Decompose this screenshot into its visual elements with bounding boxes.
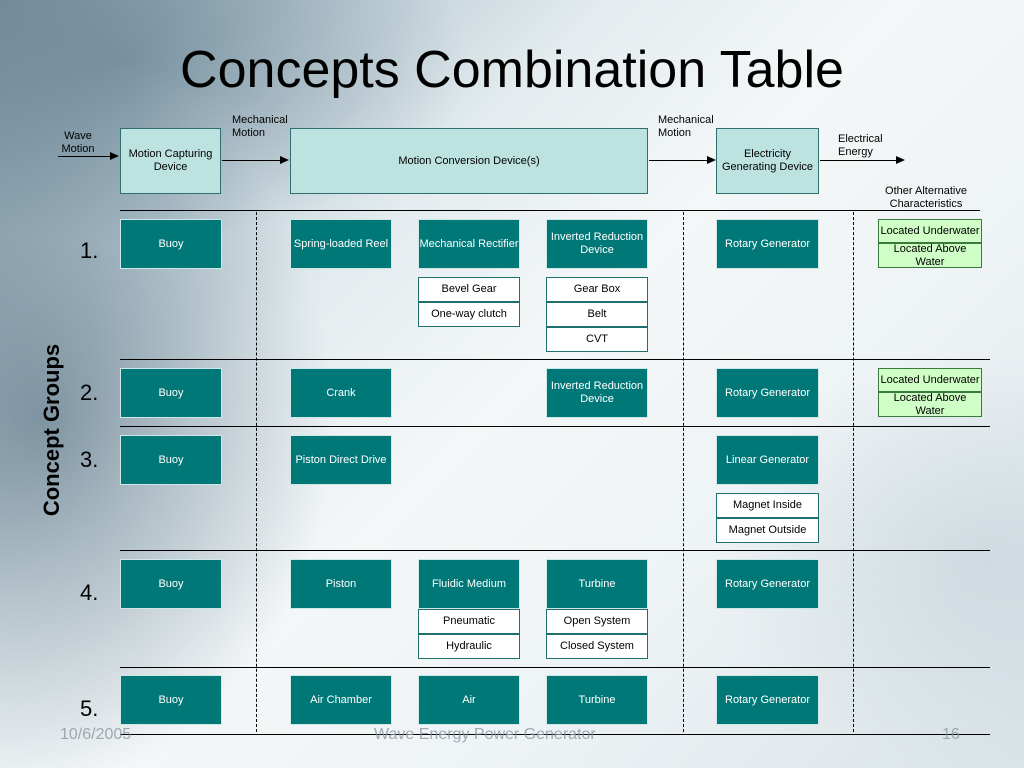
- column-divider-3: [853, 212, 854, 732]
- row-divider-top: [120, 210, 980, 211]
- group-4-fluidic-medium: Fluidic Medium: [418, 559, 520, 609]
- group-5-generator: Rotary Generator: [716, 675, 819, 725]
- footer-title: Wave Energy Power Generator: [374, 726, 596, 743]
- group-4-piston: Piston: [290, 559, 392, 609]
- group-1-inverted-reduction: Inverted Reduction Device: [546, 219, 648, 269]
- group-3-piston-direct-drive: Piston Direct Drive: [290, 435, 392, 485]
- group-1-bevel-gear: Bevel Gear: [418, 277, 520, 302]
- group-1-capture: Buoy: [120, 219, 222, 269]
- group-1-belt: Belt: [546, 302, 648, 327]
- group-number-4: 4.: [80, 580, 99, 605]
- group-1-spring-reel: Spring-loaded Reel: [290, 219, 392, 269]
- row-divider-1: [120, 359, 990, 360]
- column-divider-2: [683, 212, 684, 732]
- group-number-1: 1.: [80, 238, 99, 263]
- wave-motion-label: Wave Motion: [61, 130, 95, 155]
- group-3-generator: Linear Generator: [716, 435, 819, 485]
- mechanical-motion-label-1: Mechanical Motion: [232, 114, 288, 139]
- motion-capturing-device-header: Motion Capturing Device: [120, 128, 221, 194]
- group-number-2: 2.: [80, 380, 99, 405]
- group-1-located-above-water: Located Above Water: [878, 243, 982, 268]
- mechanical-motion-arrowhead-1: [280, 156, 289, 164]
- group-number-5: 5.: [80, 696, 99, 721]
- group-4-generator: Rotary Generator: [716, 559, 819, 609]
- group-number-3: 3.: [80, 447, 99, 472]
- electrical-energy-label: Electrical Energy: [838, 133, 883, 158]
- wave-motion-arrow: [58, 156, 110, 157]
- row-divider-3: [120, 550, 990, 551]
- group-1-one-way-clutch: One-way clutch: [418, 302, 520, 327]
- row-divider-4: [120, 667, 990, 668]
- group-2-crank: Crank: [290, 368, 392, 418]
- slide-title: Concepts Combination Table: [180, 41, 844, 99]
- mechanical-motion-label-2: Mechanical Motion: [658, 114, 714, 139]
- other-alternative-label: Other Alternative Characteristics: [885, 185, 967, 210]
- group-4-hydraulic: Hydraulic: [418, 634, 520, 659]
- electrical-energy-arrow: [820, 160, 896, 161]
- mechanical-motion-arrowhead-2: [707, 156, 716, 164]
- electricity-generating-device-header: Electricity Generating Device: [716, 128, 819, 194]
- footer-page-number: 16: [942, 726, 960, 743]
- wave-motion-arrowhead: [110, 152, 119, 160]
- motion-conversion-device-header: Motion Conversion Device(s): [290, 128, 648, 194]
- group-2-located-above-water: Located Above Water: [878, 392, 982, 417]
- group-4-closed-system: Closed System: [546, 634, 648, 659]
- group-2-capture: Buoy: [120, 368, 222, 418]
- footer-date: 10/6/2005: [60, 726, 132, 743]
- group-3-magnet-inside: Magnet Inside: [716, 493, 819, 518]
- mechanical-motion-arrow-1: [222, 160, 280, 161]
- group-1-generator: Rotary Generator: [716, 219, 819, 269]
- group-2-inverted-reduction: Inverted Reduction Device: [546, 368, 648, 418]
- row-divider-2: [120, 426, 990, 427]
- group-4-turbine: Turbine: [546, 559, 648, 609]
- group-1-located-underwater: Located Underwater: [878, 219, 982, 243]
- group-2-located-underwater: Located Underwater: [878, 368, 982, 392]
- group-1-cvt: CVT: [546, 327, 648, 352]
- electrical-energy-arrowhead: [896, 156, 905, 164]
- group-5-air-chamber: Air Chamber: [290, 675, 392, 725]
- group-4-open-system: Open System: [546, 609, 648, 634]
- group-3-magnet-outside: Magnet Outside: [716, 518, 819, 543]
- group-2-generator: Rotary Generator: [716, 368, 819, 418]
- group-1-gear-box: Gear Box: [546, 277, 648, 302]
- group-1-mechanical-rectifier: Mechanical Rectifier: [418, 219, 520, 269]
- group-5-capture: Buoy: [120, 675, 222, 725]
- row-divider-bottom: [120, 734, 990, 735]
- column-divider-1: [256, 212, 257, 732]
- group-5-air: Air: [418, 675, 520, 725]
- mechanical-motion-arrow-2: [649, 160, 707, 161]
- group-4-pneumatic: Pneumatic: [418, 609, 520, 634]
- group-4-capture: Buoy: [120, 559, 222, 609]
- group-3-capture: Buoy: [120, 435, 222, 485]
- group-5-turbine: Turbine: [546, 675, 648, 725]
- concept-groups-label: Concept Groups: [39, 343, 64, 517]
